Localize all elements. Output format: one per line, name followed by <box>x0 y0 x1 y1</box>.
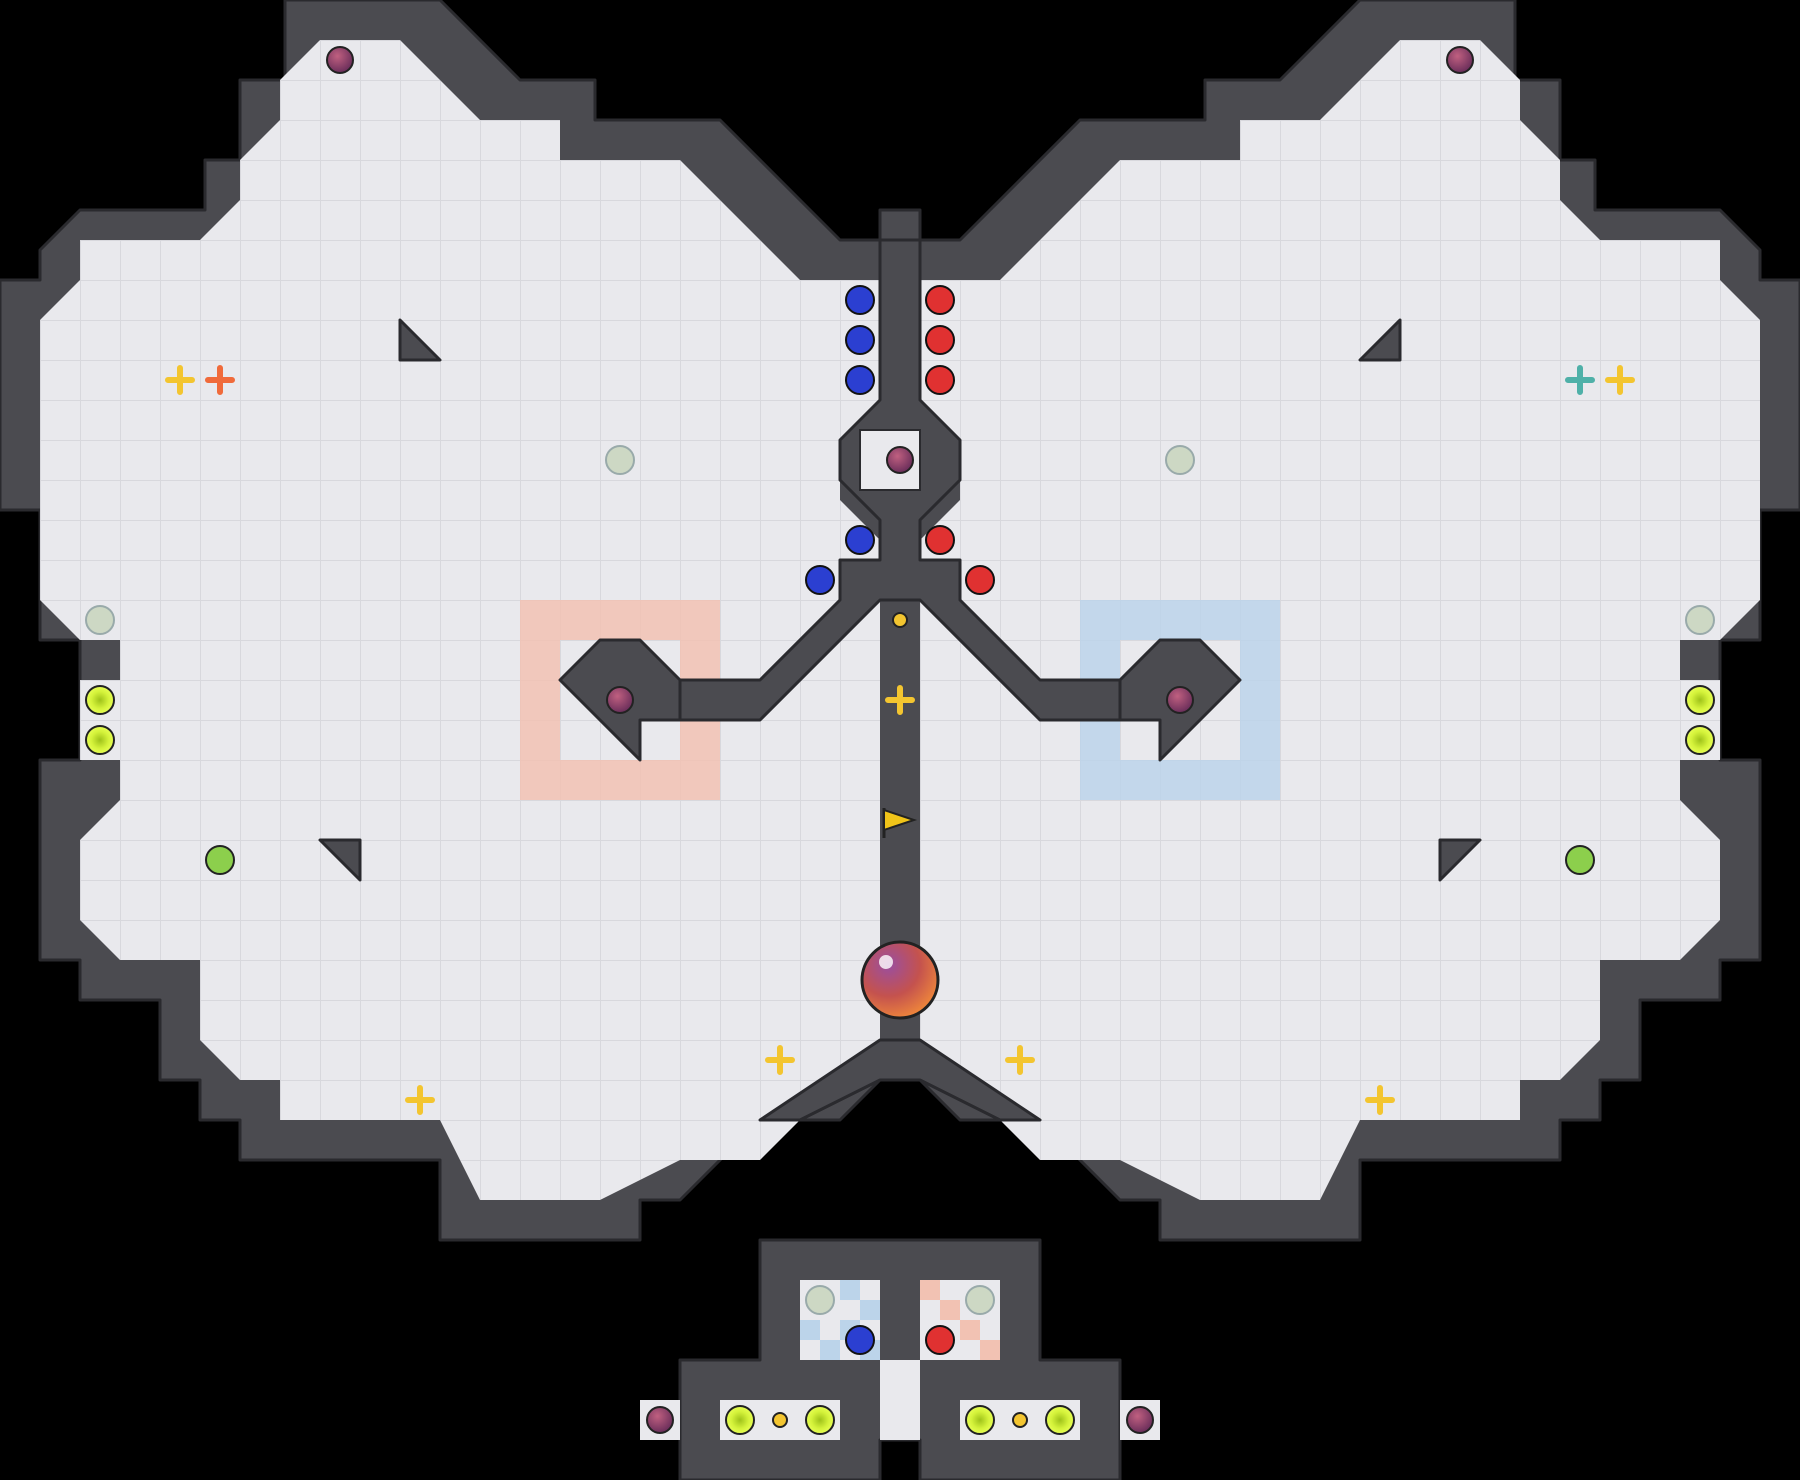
arena-floor <box>40 40 1760 1200</box>
plus-arrows-icon <box>165 365 1635 1115</box>
interior-walls <box>318 238 1482 1122</box>
boost-pads <box>85 685 1715 1435</box>
red-powerup-icon <box>205 365 235 395</box>
team-boosts <box>205 845 1595 875</box>
spawn-room <box>640 1238 1160 1480</box>
neutral-gates <box>85 445 1715 1315</box>
red-spawn-tiles <box>920 1280 1000 1360</box>
red-team-balls <box>925 285 995 1355</box>
flag-icon <box>882 808 918 838</box>
big-ball <box>860 940 940 1020</box>
small-orbs <box>772 612 1028 1428</box>
blue-team-balls <box>805 285 875 1355</box>
teal-powerup-icon <box>1565 365 1595 395</box>
bomb-icon <box>326 46 1474 1434</box>
